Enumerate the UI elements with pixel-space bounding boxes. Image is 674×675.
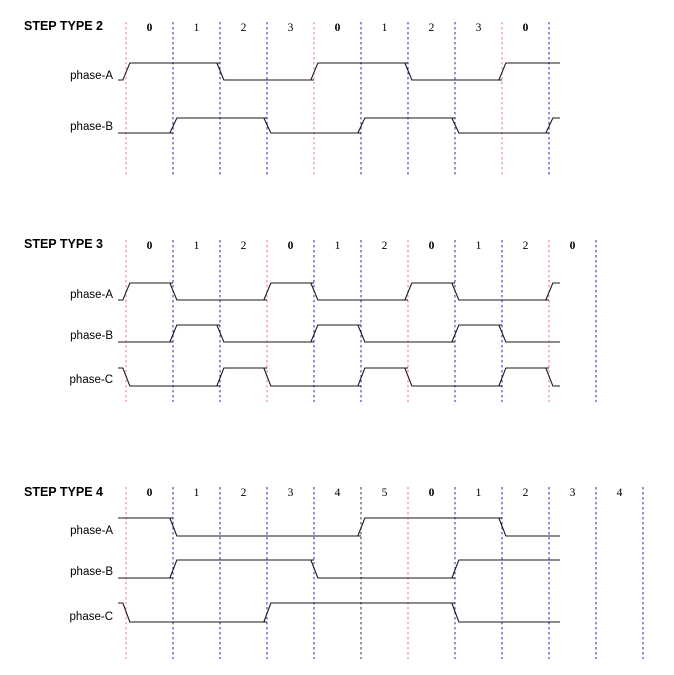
signal-label-phase-B: phase-B bbox=[70, 566, 113, 578]
section-title: STEP TYPE 2 bbox=[24, 19, 103, 33]
step-number-label: 2 bbox=[382, 240, 388, 252]
signal-label-phase-A: phase-A bbox=[70, 289, 113, 301]
step-number-label: 3 bbox=[288, 22, 294, 34]
section-step-type-4: STEP TYPE 4 0 1 2 3 4 5 0 1 2 3 4 phase-A phase-B phas… bbox=[24, 485, 644, 659]
waveform-phase-C bbox=[118, 602, 560, 623]
step-number-label: 0 bbox=[429, 240, 435, 252]
signal-label-phase-C: phase-C bbox=[70, 611, 113, 623]
section-step-type-2: STEP TYPE 2 0 1 2 3 0 1 2 3 0 phase-A phase-B bbox=[24, 19, 560, 176]
step-number-label: 1 bbox=[476, 487, 482, 499]
waveform-phase-A bbox=[118, 517, 560, 537]
step-number-label: 1 bbox=[382, 22, 388, 34]
step-number-label: 2 bbox=[241, 22, 247, 34]
step-number-label: 1 bbox=[476, 240, 482, 252]
step-number-label: 3 bbox=[476, 22, 482, 34]
step-number-label: 3 bbox=[288, 487, 294, 499]
waveform-phase-C bbox=[118, 367, 560, 387]
signal-label-phase-B: phase-B bbox=[70, 121, 113, 133]
step-number-label: 4 bbox=[335, 487, 341, 499]
step-number-label: 0 bbox=[147, 22, 153, 34]
step-number-label: 2 bbox=[523, 240, 529, 252]
waveform-phase-A bbox=[118, 62, 560, 81]
step-number-label: 0 bbox=[147, 487, 153, 499]
step-number-label: 4 bbox=[617, 487, 623, 499]
step-number-label: 0 bbox=[570, 240, 576, 252]
waveform-phase-B bbox=[118, 117, 560, 134]
waveform-phase-B bbox=[118, 559, 560, 579]
signal-label-phase-A: phase-A bbox=[70, 70, 113, 82]
step-number-label: 1 bbox=[194, 487, 200, 499]
signal-label-phase-C: phase-C bbox=[70, 374, 113, 386]
section-title: STEP TYPE 3 bbox=[24, 237, 103, 251]
step-number-label: 2 bbox=[241, 487, 247, 499]
step-number-label: 2 bbox=[523, 487, 529, 499]
section-title: STEP TYPE 4 bbox=[24, 485, 103, 499]
waveform-phase-B bbox=[118, 324, 560, 343]
step-number-label: 2 bbox=[241, 240, 247, 252]
step-number-label: 1 bbox=[194, 22, 200, 34]
step-number-label: 1 bbox=[335, 240, 341, 252]
step-number-label: 3 bbox=[570, 487, 576, 499]
step-number-label: 0 bbox=[147, 240, 153, 252]
waveform-phase-A bbox=[118, 282, 560, 301]
step-number-label: 0 bbox=[335, 22, 341, 34]
step-number-label: 0 bbox=[288, 240, 294, 252]
section-step-type-3: STEP TYPE 3 0 1 2 0 1 2 0 1 2 0 phase-A phase-B phase… bbox=[24, 237, 597, 402]
signal-label-phase-A: phase-A bbox=[70, 525, 113, 537]
step-number-label: 2 bbox=[429, 22, 435, 34]
signal-label-phase-B: phase-B bbox=[70, 330, 113, 342]
step-number-label: 0 bbox=[523, 22, 529, 34]
step-number-label: 5 bbox=[382, 487, 388, 499]
step-number-label: 0 bbox=[429, 487, 435, 499]
step-number-label: 1 bbox=[194, 240, 200, 252]
